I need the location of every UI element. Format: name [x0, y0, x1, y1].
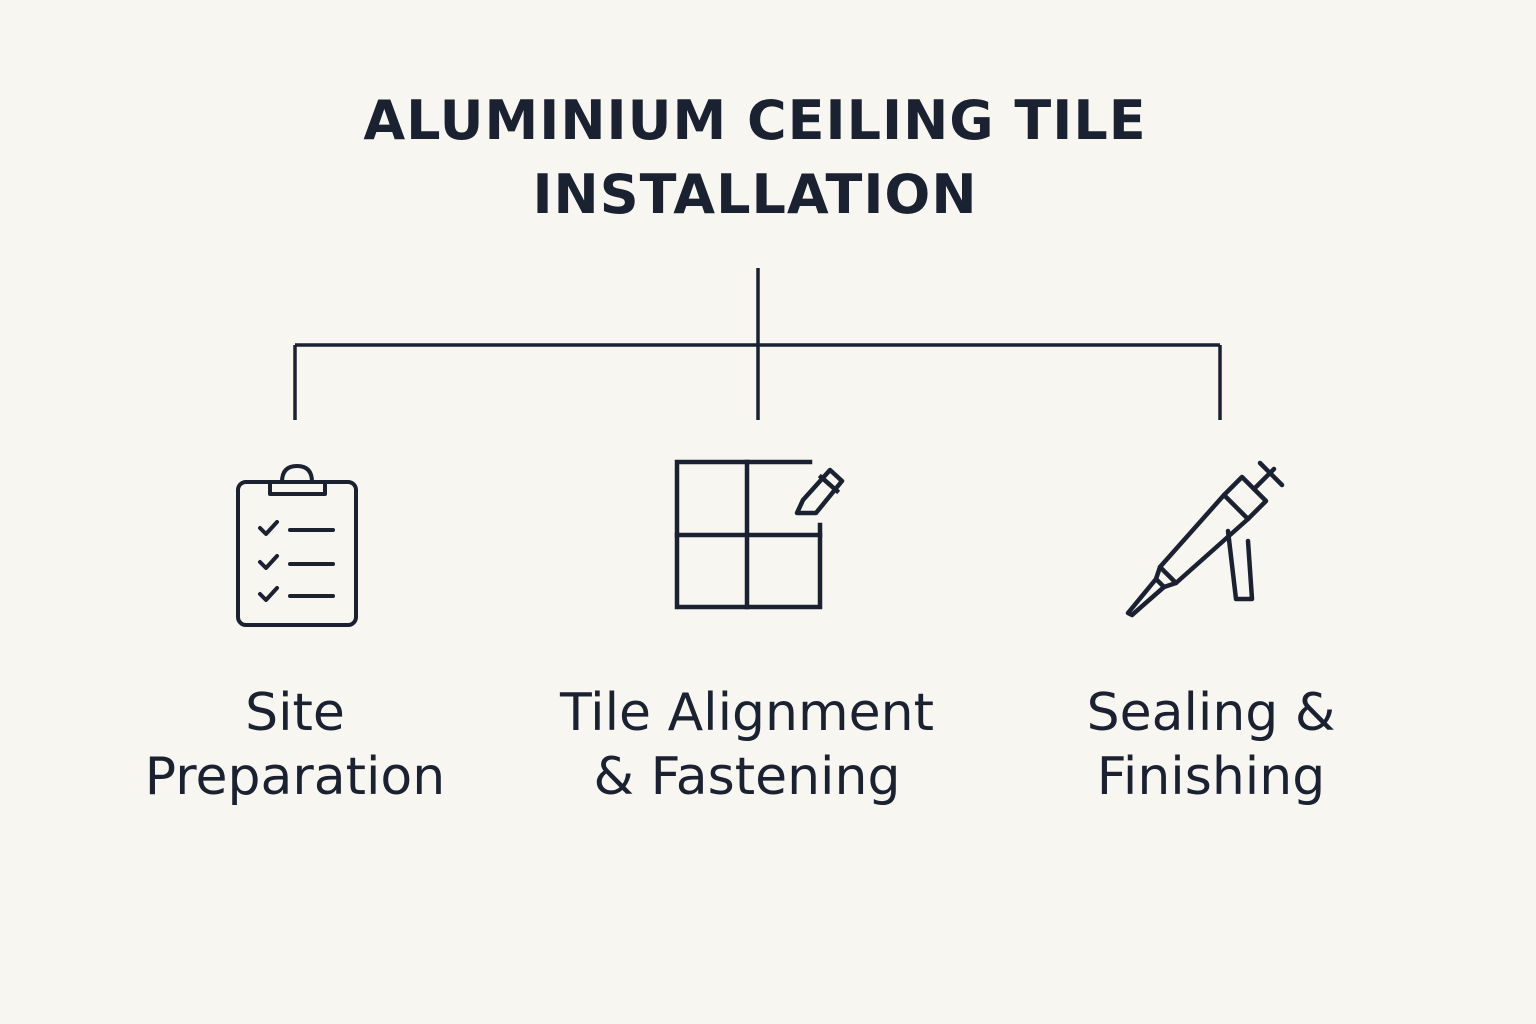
step-1-label-line-2: Preparation [144, 747, 446, 807]
step-3-label-line-1: Sealing & [1086, 683, 1336, 743]
step-2-label-line-2: & Fastening [593, 747, 901, 807]
title-line-2: INSTALLATION [532, 163, 978, 226]
step-label-sealing-finishing: Sealing & Finishing [991, 681, 1431, 809]
diagram-title: ALUMINIUM CEILING TILE INSTALLATION [0, 84, 1510, 232]
step-3-label-line-2: Finishing [1096, 747, 1326, 807]
tile-grid-pencil-icon [670, 455, 855, 615]
title-line-1: ALUMINIUM CEILING TILE [363, 89, 1147, 152]
step-1-label-line-1: Site [245, 683, 345, 743]
caulking-gun-icon [1120, 455, 1295, 620]
clipboard-checklist-icon [230, 460, 365, 635]
step-2-label-line-1: Tile Alignment [559, 683, 934, 743]
step-label-tile-alignment: Tile Alignment & Fastening [527, 681, 967, 809]
step-label-site-preparation: Site Preparation [75, 681, 515, 809]
